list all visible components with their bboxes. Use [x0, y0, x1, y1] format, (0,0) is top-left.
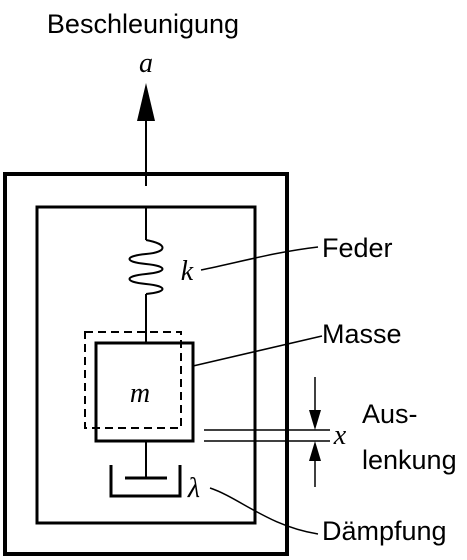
mass-rest-position — [84, 331, 182, 429]
displacement-symbol: x — [333, 420, 347, 451]
mass-symbol: m — [130, 378, 150, 409]
spring-constant-symbol: k — [181, 256, 194, 287]
label-auslenkung-line2: lenkung — [362, 445, 457, 475]
leader-lines — [192, 246, 323, 535]
label-feder: Feder — [322, 233, 393, 263]
label-daempfung: Dämpfung — [322, 516, 447, 546]
mass-block — [94, 341, 195, 443]
damping-symbol: λ — [187, 473, 200, 504]
acceleration-arrow — [137, 83, 155, 186]
label-auslenkung-line1: Aus- — [362, 399, 418, 429]
label-masse: Masse — [322, 319, 402, 349]
damper — [109, 441, 182, 498]
acceleration-symbol: a — [139, 48, 153, 79]
displacement-indicator — [204, 377, 330, 487]
diagram-title: Beschleunigung — [47, 9, 239, 39]
spring — [128, 207, 164, 342]
